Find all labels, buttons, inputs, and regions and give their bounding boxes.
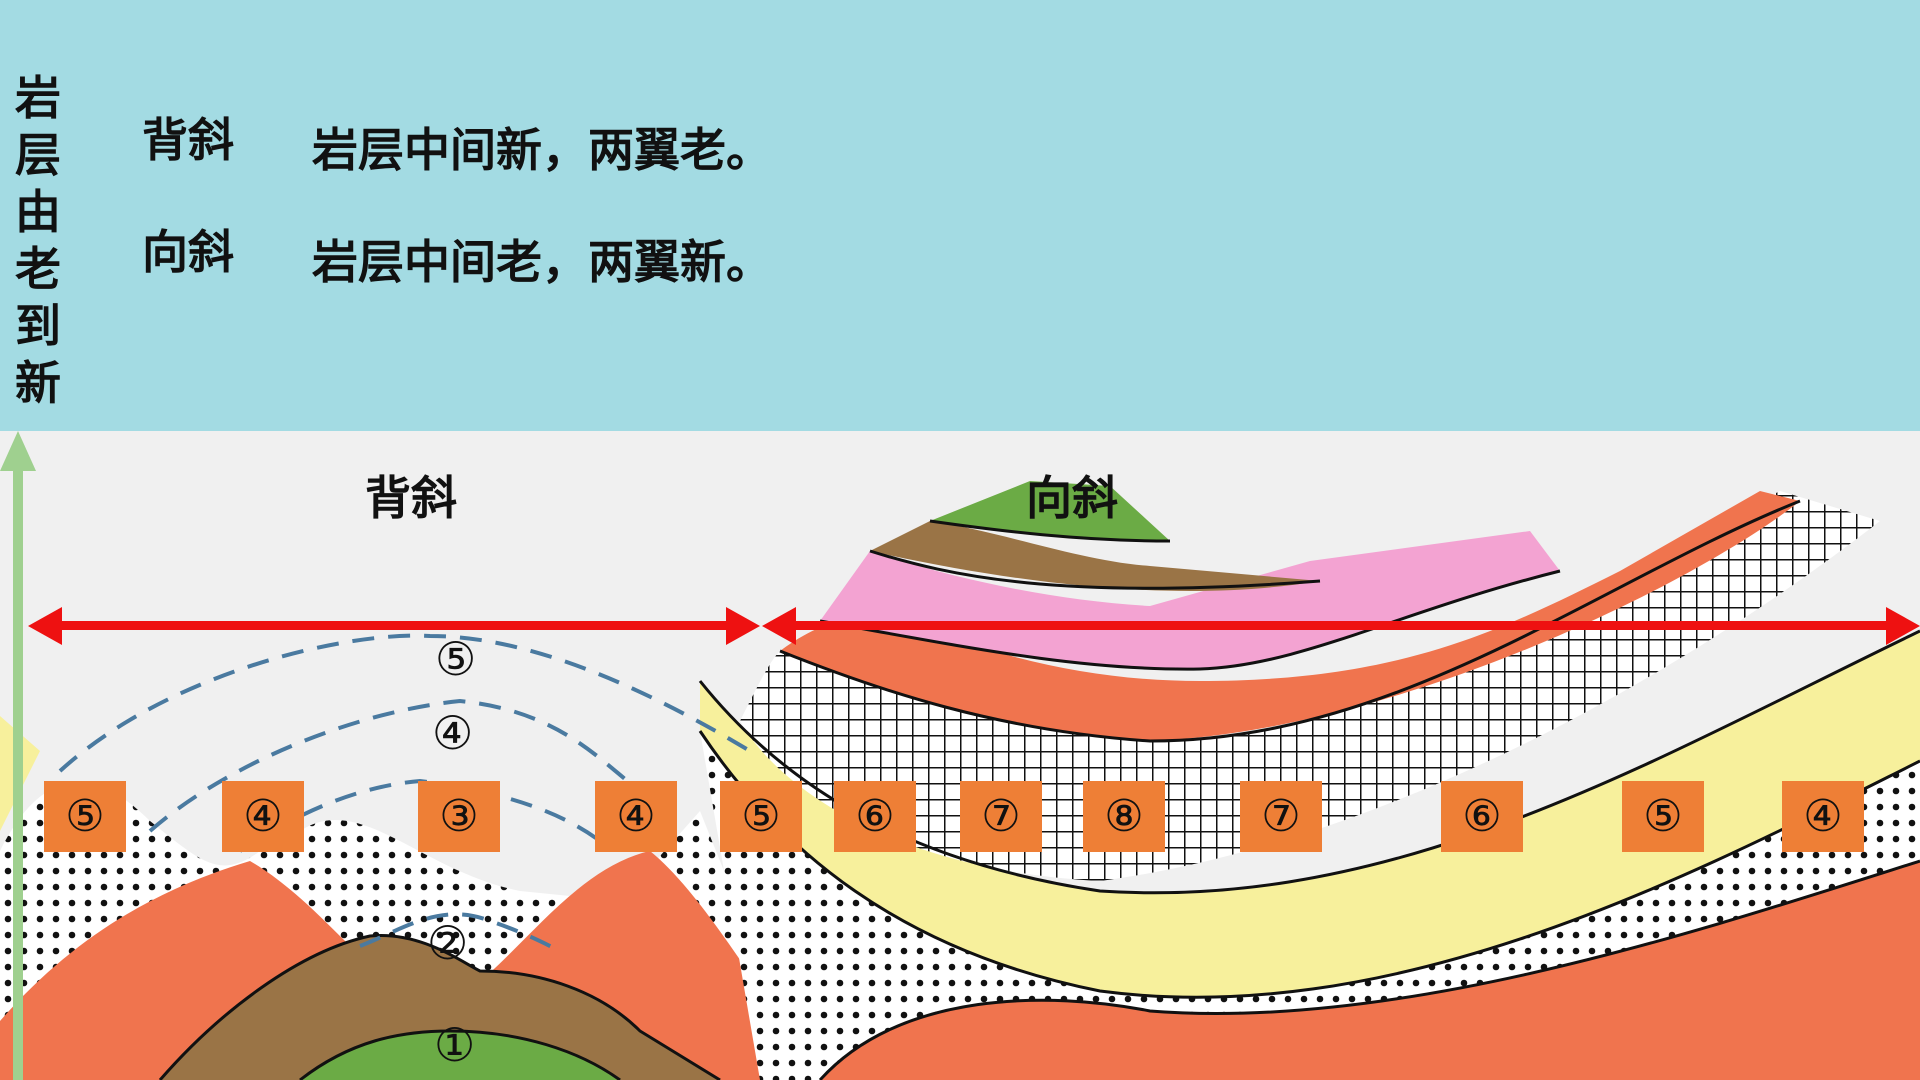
syncline-title: 向斜 — [1026, 471, 1118, 525]
syncline-term: 向斜 — [142, 225, 234, 279]
stratum-label: ⑥ — [834, 781, 916, 852]
stratum-label: ③ — [418, 781, 500, 852]
stratum-label: ⑤ — [44, 781, 126, 852]
syncline-green-top — [930, 481, 1170, 541]
syncline-pink-layer — [820, 531, 1560, 670]
stratum-label: ⑥ — [1441, 781, 1523, 852]
anticline-brown-layer — [160, 935, 720, 1080]
stratum-label: ⑤ — [1622, 781, 1704, 852]
anticline-title: 背斜 — [365, 471, 457, 525]
eroded-label-5: ⑤ — [435, 632, 477, 686]
age-axis-label: 岩层由老到新 — [15, 71, 61, 410]
anticline-description: 岩层中间新，两翼老。 — [312, 123, 772, 177]
stratum-label: ⑧ — [1083, 781, 1165, 852]
core-label-1: ① — [434, 1018, 476, 1072]
syncline-yellow-layer — [700, 631, 1920, 998]
stratum-label: ⑦ — [960, 781, 1042, 852]
stratum-label: ⑦ — [1240, 781, 1322, 852]
stratum-label: ⑤ — [720, 781, 802, 852]
span-arrows — [28, 607, 1920, 645]
eroded-label-4: ④ — [432, 706, 474, 760]
core-label-2: ② — [427, 916, 469, 970]
fold-cross-section — [0, 431, 1920, 1080]
anticline-term: 背斜 — [142, 113, 234, 167]
syncline-orange-upper — [780, 491, 1800, 741]
header-panel — [0, 0, 1920, 431]
stratum-label: ④ — [222, 781, 304, 852]
syncline-brown-layer — [870, 521, 1320, 591]
age-arrow-head — [0, 431, 36, 471]
stratum-label: ④ — [1782, 781, 1864, 852]
syncline-orange-lower — [820, 861, 1920, 1080]
syncline-description: 岩层中间老，两翼新。 — [312, 235, 772, 289]
stratum-label: ④ — [595, 781, 677, 852]
